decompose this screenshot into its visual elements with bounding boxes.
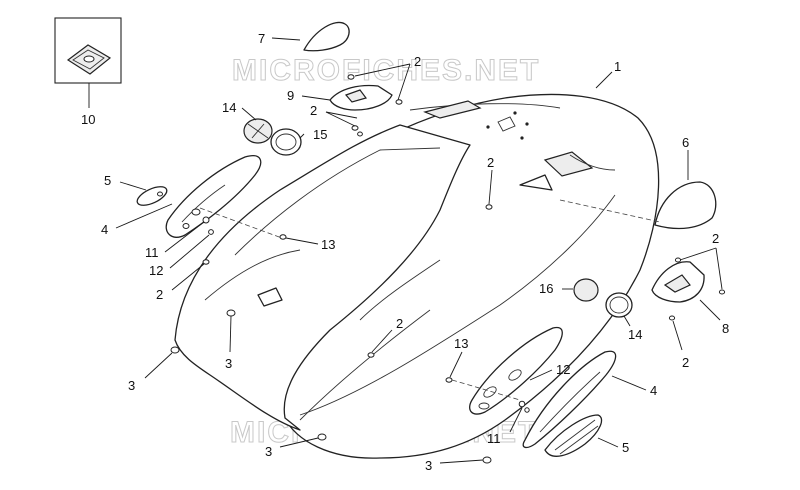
callout-13: 13 bbox=[321, 237, 335, 252]
callout-15: 15 bbox=[313, 127, 327, 142]
callout-2: 2 bbox=[414, 54, 421, 69]
leader-11b bbox=[509, 407, 523, 433]
part-7-cap bbox=[303, 21, 350, 52]
leader-4a bbox=[115, 203, 173, 229]
bottom-screws bbox=[317, 433, 492, 464]
leader-15 bbox=[299, 133, 305, 139]
leader-2f bbox=[672, 320, 683, 351]
leader-12a bbox=[169, 234, 210, 269]
part-8-bracket bbox=[651, 261, 705, 303]
part-14-lens-upper bbox=[243, 118, 273, 144]
callout-3: 3 bbox=[225, 356, 232, 371]
leader-13a bbox=[285, 237, 319, 245]
leader-5a bbox=[119, 181, 147, 191]
screws-top bbox=[347, 74, 403, 137]
part-14-lens-lower bbox=[605, 292, 633, 318]
callout-2: 2 bbox=[156, 287, 163, 302]
leader-2e bbox=[679, 247, 717, 261]
left-side-panel bbox=[174, 124, 471, 431]
callout-2: 2 bbox=[712, 231, 719, 246]
callout-13: 13 bbox=[454, 336, 468, 351]
part-5-right-lens bbox=[544, 414, 603, 457]
leader-9 bbox=[301, 95, 331, 101]
callout-5: 5 bbox=[622, 440, 629, 455]
leader-2g bbox=[371, 329, 393, 353]
dash-left bbox=[199, 207, 283, 239]
part-5-left-lens bbox=[136, 186, 168, 206]
callout-14: 14 bbox=[628, 327, 642, 342]
dash-right bbox=[559, 199, 661, 223]
leader-3c bbox=[279, 437, 319, 448]
left-washers bbox=[202, 216, 214, 235]
screw-2d bbox=[485, 204, 493, 210]
callout-11: 11 bbox=[487, 431, 501, 446]
leader-14b bbox=[623, 315, 631, 327]
callout-2: 2 bbox=[487, 155, 494, 170]
screw-2c bbox=[202, 259, 210, 265]
part-16-reflector bbox=[573, 278, 599, 302]
part-6-cap bbox=[654, 181, 717, 230]
leader-4b bbox=[611, 375, 647, 391]
callout-2: 2 bbox=[682, 355, 689, 370]
callout-12: 12 bbox=[556, 362, 570, 377]
screw-13a bbox=[279, 234, 287, 240]
callout-4: 4 bbox=[101, 222, 108, 237]
dash-bottom bbox=[451, 379, 521, 401]
part-4-left-light-housing bbox=[165, 155, 262, 238]
callout-2: 2 bbox=[396, 316, 403, 331]
callout-8: 8 bbox=[722, 321, 729, 336]
callout-7: 7 bbox=[258, 31, 265, 46]
callout-2: 2 bbox=[310, 103, 317, 118]
screw-13b bbox=[445, 377, 453, 383]
callout-14: 14 bbox=[222, 100, 236, 115]
leader-7 bbox=[271, 37, 301, 41]
leader-2b bbox=[325, 111, 356, 127]
callout-6: 6 bbox=[682, 135, 689, 150]
leader-5b bbox=[597, 437, 619, 448]
callout-5: 5 bbox=[104, 173, 111, 188]
leader-2d bbox=[488, 169, 493, 205]
leader-8 bbox=[699, 299, 721, 321]
callout-4: 4 bbox=[650, 383, 657, 398]
callout-3: 3 bbox=[128, 378, 135, 393]
leader-3b bbox=[229, 315, 232, 353]
lower-left-bracket bbox=[257, 287, 283, 307]
screws-right bbox=[668, 257, 726, 321]
leader-11a bbox=[164, 221, 205, 253]
leader-12b bbox=[529, 369, 553, 381]
part-4-right-light-housing bbox=[522, 350, 617, 449]
leader-1 bbox=[595, 71, 613, 89]
leader-2c bbox=[171, 263, 205, 291]
leader-2b2 bbox=[325, 111, 358, 119]
callout-11: 11 bbox=[145, 245, 159, 260]
right-washers bbox=[518, 400, 530, 413]
part-10-clip-nut bbox=[66, 44, 112, 75]
callout-3: 3 bbox=[265, 444, 272, 459]
leader-2e2 bbox=[715, 247, 723, 290]
part-15-ring bbox=[270, 128, 302, 156]
callout-10: 10 bbox=[81, 112, 95, 127]
callout-16: 16 bbox=[539, 281, 553, 296]
leader-13b bbox=[449, 351, 463, 378]
callout-1: 1 bbox=[614, 59, 621, 74]
leader-14a bbox=[241, 107, 257, 121]
leader-3d bbox=[439, 459, 484, 464]
callout-9: 9 bbox=[287, 88, 294, 103]
callout-12: 12 bbox=[149, 263, 163, 278]
part-9-bracket bbox=[329, 84, 393, 111]
leader-2a bbox=[354, 63, 411, 77]
watermark-top: MICROFICHES.NET bbox=[232, 54, 540, 87]
screw-2g bbox=[367, 352, 375, 358]
leader-3a bbox=[144, 352, 173, 379]
leader-2a2 bbox=[397, 63, 411, 101]
callout-3: 3 bbox=[425, 458, 432, 473]
